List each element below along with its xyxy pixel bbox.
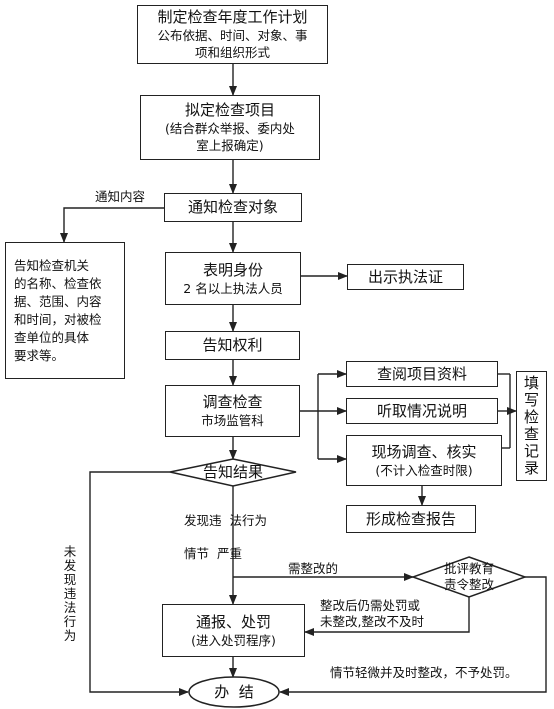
educate-line-2: 责令整改 <box>443 577 494 592</box>
report-title: 形成检查报告 <box>365 509 456 528</box>
identity-sub: 2 名以上执法人员 <box>183 280 283 296</box>
site-title: 现场调查、核实 <box>371 442 477 461</box>
educate-diamond <box>410 556 528 598</box>
identity-title: 表明身份 <box>202 260 263 279</box>
no-violation-char-5: 法 <box>63 600 77 615</box>
result-title: 告知结果 <box>202 463 263 481</box>
notify-title: 通知检查对象 <box>187 198 278 216</box>
arrow-still-punish <box>304 596 470 636</box>
site-box: 现场调查、核实 (不计入检查时限) <box>346 435 502 486</box>
punish-title: 通报、处罚 <box>195 612 271 631</box>
punish-sub: (进入处罚程序) <box>191 632 276 648</box>
plan-sub-2: 项和组织形式 <box>194 45 270 60</box>
label-still-punish-2: 未整改,整改不及时 <box>320 614 424 629</box>
punish-box: 通报、处罚 (进入处罚程序) <box>162 604 305 657</box>
record-char-2: 写 <box>523 391 539 409</box>
educate-line-1: 批评教育 <box>443 561 494 576</box>
label-minor: 情节轻微并及时整改，不予处罚。 <box>330 665 518 680</box>
arrow-notify-to-content <box>60 207 164 243</box>
notice-line-3: 据、范围、内容 <box>14 293 102 309</box>
no-violation-char-1: 未 <box>63 544 77 559</box>
plan-sub-1: 公布依据、时间、对象、事 <box>157 28 308 43</box>
identity-box: 表明身份 2 名以上执法人员 <box>165 252 301 305</box>
label-need-rectify: 需整改的 <box>288 561 339 576</box>
notify-box: 通知检查对象 <box>164 193 302 222</box>
review-docs-title: 查阅项目资料 <box>376 364 467 383</box>
show-cert-title: 出示执法证 <box>367 267 443 286</box>
no-violation-char-3: 现 <box>63 572 77 587</box>
label-notice-content: 通知内容 <box>95 189 146 204</box>
record-char-4: 查 <box>523 425 539 443</box>
record-box: 填 写 检 查 记 录 <box>516 371 547 481</box>
notice-line-5: 查单位的具体 <box>14 329 90 345</box>
notice-line-4: 和时间，对被检 <box>14 311 102 327</box>
no-violation-char-6: 行 <box>63 614 77 629</box>
items-sub-2: 室上报确定) <box>196 138 264 153</box>
plan-box: 制定检查年度工作计划 公布依据、时间、对象、事 项和组织形式 <box>137 5 328 64</box>
label-found-violation: 发现违 法行为 <box>184 513 267 528</box>
notice-content-box: 告知检查机关 的名称、检查依 据、范围、内容 和时间，对被检 查单位的具体 要求… <box>5 242 125 379</box>
record-text: 填 写 检 查 记 录 <box>523 375 540 477</box>
hear-box: 听取情况说明 <box>346 398 498 424</box>
notice-line-6: 要求等。 <box>14 347 65 363</box>
items-sub-1: (结合群众举报、委内处 <box>165 121 295 136</box>
arrow-minor-to-finish <box>279 576 547 696</box>
no-violation-char-2: 发 <box>63 558 77 573</box>
site-sub: (不计入检查时限) <box>375 462 473 478</box>
finish-title: 办 结 <box>214 683 254 701</box>
label-still-punish-1: 整改后仍需处罚或 <box>320 598 421 613</box>
investigate-sub: 市场监管科 <box>201 413 264 428</box>
record-char-3: 检 <box>523 408 539 426</box>
items-box: 拟定检查项目 (结合群众举报、委内处 室上报确定) <box>140 95 320 160</box>
investigate-box: 调查检查 市场监管科 <box>165 385 300 437</box>
show-cert-box: 出示执法证 <box>347 264 464 290</box>
record-char-1: 填 <box>523 374 539 392</box>
result-diamond <box>169 458 297 487</box>
record-char-6: 录 <box>523 459 539 477</box>
no-violation-char-4: 违 <box>63 586 77 601</box>
review-docs-box: 查阅项目资料 <box>346 361 498 387</box>
report-box: 形成检查报告 <box>346 505 476 533</box>
label-serious: 情节 严重 <box>184 546 242 561</box>
record-char-5: 记 <box>523 442 539 460</box>
notice-line-2: 的名称、检查依 <box>14 275 102 291</box>
notice-line-1: 告知检查机关 <box>14 257 90 273</box>
hear-title: 听取情况说明 <box>376 401 467 420</box>
finish-ellipse <box>188 676 280 708</box>
label-no-violation: 未 发 现 违 法 行 为 <box>63 545 77 643</box>
arrow-no-violation <box>89 471 189 696</box>
plan-title: 制定检查年度工作计划 <box>157 8 308 26</box>
educate-text: 批评教育 责令整改 <box>413 561 525 593</box>
no-violation-char-7: 为 <box>63 628 77 643</box>
rights-title: 告知权利 <box>202 336 263 354</box>
rights-box: 告知权利 <box>165 331 300 360</box>
investigate-title: 调查检查 <box>202 393 263 411</box>
items-title: 拟定检查项目 <box>184 101 275 119</box>
